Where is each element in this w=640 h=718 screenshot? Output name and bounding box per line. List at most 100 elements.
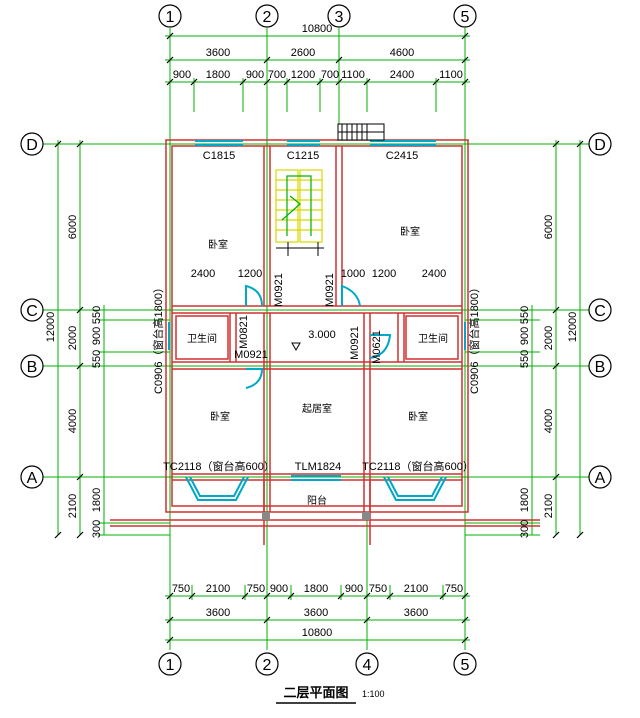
- axis-left-d: D: [26, 137, 38, 154]
- room-label: 卫生间: [418, 332, 448, 345]
- inner-dim: 2400: [422, 268, 446, 280]
- inner-dim: 1200: [238, 268, 262, 280]
- door-label: M0821: [238, 315, 250, 349]
- axis-top-2: 2: [263, 9, 272, 26]
- dim-right-main: 6000: [543, 215, 555, 239]
- room-label: 卧室: [208, 238, 228, 251]
- windows: [168, 140, 466, 501]
- door-label: M0921: [349, 326, 361, 360]
- dim-left-main: 6000: [67, 215, 79, 239]
- dim-top-r1: 4600: [390, 47, 414, 59]
- dim-top-r1: 2600: [291, 47, 315, 59]
- drawing-title: 二层平面图: [283, 686, 348, 701]
- stair: [275, 169, 323, 243]
- dim-bottom-r1: 2100: [404, 583, 428, 595]
- dim-top-r1: 3600: [206, 47, 230, 59]
- roof-hatch-symbol: [337, 123, 385, 141]
- dim-right-detail: 1800: [519, 488, 531, 512]
- dim-top-r2: 1100: [341, 69, 365, 81]
- dim-bottom-r1: 750: [369, 583, 387, 595]
- walls: [110, 139, 540, 545]
- dim-top-total: 10800: [302, 23, 333, 35]
- window-label-c1815: C1815: [203, 150, 235, 162]
- axis-right-b: B: [595, 359, 606, 376]
- dim-right-main: 2100: [543, 494, 555, 518]
- inner-dim: 2400: [191, 268, 215, 280]
- axis-left-c: C: [26, 303, 38, 320]
- dim-top-r2: 900: [246, 69, 264, 81]
- window-label-tc2118: TC2118（窗台高600）: [163, 459, 275, 473]
- dim-right-main: 4000: [543, 409, 555, 433]
- drawing-scale: 1:100: [362, 689, 385, 699]
- dim-top-r2: 2400: [390, 69, 414, 81]
- dimension-ticks: [54, 32, 584, 644]
- axis-bubbles: [20, 4, 612, 676]
- axis-right-c: C: [594, 303, 606, 320]
- room-label: 卫生间: [187, 332, 217, 345]
- dim-top-r2: 1800: [206, 69, 230, 81]
- dim-top-r2: 1200: [291, 69, 315, 81]
- axis-left-b: B: [27, 359, 38, 376]
- dim-bottom-r2: 3600: [404, 607, 428, 619]
- dim-right-main: 2000: [543, 326, 555, 350]
- dim-bottom-r1: 900: [270, 583, 288, 595]
- room-label: 卧室: [400, 225, 420, 238]
- door-label: M0921: [273, 273, 285, 307]
- dim-left-total: 12000: [45, 312, 57, 343]
- balcony-pillars: [262, 512, 370, 520]
- inner-dim: 1200: [372, 268, 396, 280]
- dim-right-total: 12000: [567, 312, 579, 343]
- room-label: 阳台: [307, 494, 327, 507]
- side-window-label: C0906（窗台高1800）: [467, 282, 481, 394]
- dim-bottom-r1: 2100: [206, 583, 230, 595]
- side-window-label: C0906（窗台高1800）: [151, 282, 165, 394]
- stair-rail: [276, 242, 324, 256]
- axis-top-3: 3: [335, 9, 344, 26]
- axis-top-5: 5: [461, 9, 470, 26]
- window-label-c1215: C1215: [287, 150, 319, 162]
- door-label: M0921: [324, 273, 336, 307]
- dim-top-r2: 900: [173, 69, 191, 81]
- dim-left-detail: 300: [91, 520, 103, 538]
- dim-left-main: 2100: [67, 494, 79, 518]
- dim-left-detail: 550: [91, 350, 103, 368]
- window-label-c2415: C2415: [386, 150, 418, 162]
- dim-top-r2: 1100: [439, 69, 463, 81]
- door-label: M0921: [234, 349, 268, 361]
- room-label: 卧室: [210, 410, 230, 423]
- dim-bottom-r1: 1800: [304, 583, 328, 595]
- axis-bottom-2: 2: [263, 657, 272, 674]
- floor-level: 3.000: [308, 329, 336, 341]
- axis-right-d: D: [594, 137, 606, 154]
- dim-left-main: 4000: [67, 409, 79, 433]
- axis-right-a: A: [595, 470, 606, 487]
- dim-top-r2: 700: [321, 69, 339, 81]
- dim-left-detail: 1800: [91, 488, 103, 512]
- dim-bottom-r1: 900: [345, 583, 363, 595]
- room-label: 卧室: [408, 410, 428, 423]
- door-label: M0621: [371, 330, 383, 364]
- dim-bottom-r1: 750: [247, 583, 265, 595]
- dim-right-detail: 300: [519, 520, 531, 538]
- window-label-tc2118: TC2118（窗台高600）: [362, 459, 474, 473]
- dim-left-detail: 900: [91, 327, 103, 345]
- dim-right-detail: 550: [519, 350, 531, 368]
- room-label: 起居室: [302, 402, 332, 415]
- inner-dim: 1000: [341, 268, 365, 280]
- level-marker-icon: [291, 342, 301, 352]
- axis-bottom-5: 5: [461, 657, 470, 674]
- dim-right-detail: 550: [519, 306, 531, 324]
- dim-bottom-r1: 750: [172, 583, 190, 595]
- dim-bottom-total: 10800: [302, 627, 333, 639]
- window-label-tlm1824: TLM1824: [295, 461, 341, 473]
- axis-bottom-1: 1: [166, 657, 175, 674]
- dim-bottom-r1: 750: [445, 583, 463, 595]
- axis-bottom-4: 4: [363, 657, 372, 674]
- axis-top-1: 1: [166, 9, 175, 26]
- dim-left-main: 2000: [67, 326, 79, 350]
- dim-top-r2: 700: [268, 69, 286, 81]
- dim-bottom-r2: 3600: [206, 607, 230, 619]
- dim-left-detail: 550: [91, 306, 103, 324]
- dim-right-detail: 900: [519, 327, 531, 345]
